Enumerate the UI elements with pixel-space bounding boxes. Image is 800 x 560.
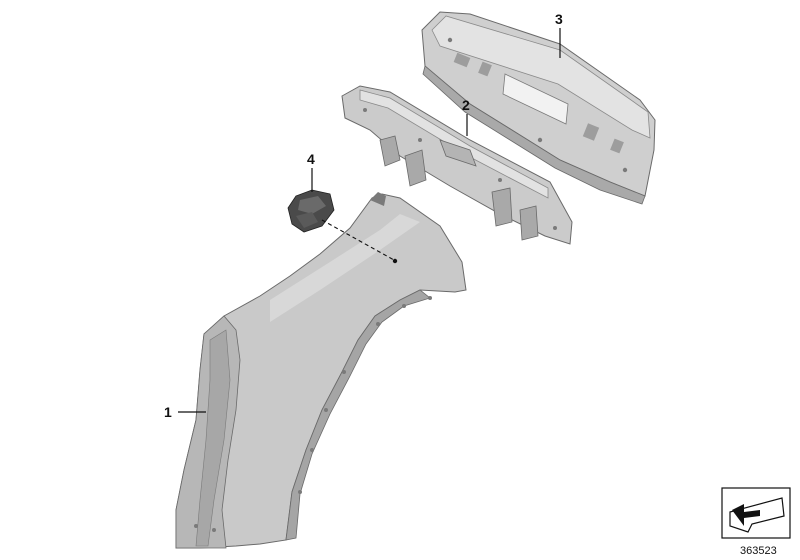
part-1-side-panel[interactable] (175, 192, 467, 549)
view-direction-arrow-icon (721, 487, 791, 539)
attachment-point (392, 258, 398, 264)
part-3-rear-panel[interactable] (421, 11, 656, 205)
part-4-bracket[interactable] (287, 189, 335, 233)
part-2-cross-member[interactable] (341, 85, 573, 245)
callout-3[interactable]: 3 (555, 11, 563, 27)
diagram-number: 363523 (740, 545, 777, 557)
callout-4[interactable]: 4 (307, 151, 315, 167)
callout-1[interactable]: 1 (164, 404, 172, 420)
callout-2[interactable]: 2 (462, 97, 470, 113)
